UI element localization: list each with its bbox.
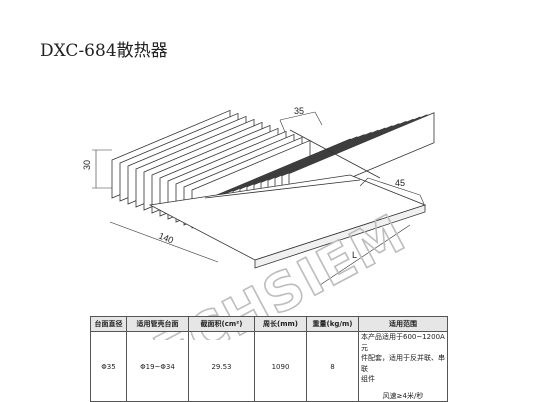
cell-case: Φ19~Φ34 <box>126 331 189 402</box>
dim-depth-line <box>109 221 219 263</box>
spec-table: 台面直径 适用管壳台面 截面积(cm²) 周长(mm) 重量(kg/m) 适用范… <box>90 316 448 402</box>
heatsink-base <box>148 129 427 269</box>
heatsink-drawing: 35 30 45 140 L <box>82 106 435 286</box>
cell-perimeter: 1090 <box>254 331 307 402</box>
dim-bottom-ext2 <box>419 194 425 205</box>
usage-line-3: 组件 <box>361 375 375 383</box>
table-row: Φ35 Φ19~Φ34 29.53 1090 8 本产品适用于600~1200A… <box>90 331 448 402</box>
cell-diameter: Φ35 <box>90 331 127 402</box>
header-weight: 重量(kg/m) <box>306 316 359 332</box>
header-diameter: 台面直径 <box>90 316 127 332</box>
dim-top-ext2 <box>314 111 323 126</box>
usage-line-1: 本产品适用于600~1200A元 <box>361 333 445 352</box>
header-usage: 适用范围 <box>358 316 448 332</box>
cell-usage: 本产品适用于600~1200A元 件配套，适用于反并联、串联 组件 风速≥4米/… <box>358 331 448 402</box>
dim-length-line <box>319 224 411 286</box>
watermark: TECHSIEM <box>111 202 417 340</box>
dim-width-bottom: 45 <box>395 178 405 188</box>
dim-top-line <box>279 111 316 121</box>
header-perimeter: 周长(mm) <box>254 316 307 332</box>
usage-line-2: 件配套，适用于反并联、串联 <box>361 354 445 373</box>
dim-top-ext1 <box>279 119 286 133</box>
header-area: 截面积(cm²) <box>188 316 255 332</box>
dimensions <box>92 111 425 286</box>
dim-bottom-ext1 <box>359 177 369 187</box>
base-edge <box>289 129 381 179</box>
base-right-face <box>254 204 426 269</box>
base-split <box>204 179 361 199</box>
cell-area: 29.53 <box>188 331 255 402</box>
page-title: DXC-684散热器 <box>40 41 168 61</box>
dim-bottom-line <box>367 177 421 196</box>
spec-header-row: 台面直径 适用管壳台面 截面积(cm²) 周长(mm) 重量(kg/m) 适用范… <box>90 316 448 332</box>
header-case: 适用管壳台面 <box>126 316 189 332</box>
dim-width-top: 35 <box>294 106 304 116</box>
cell-weight: 8 <box>306 331 359 402</box>
dim-height: 30 <box>82 160 92 170</box>
dim-length: L <box>352 250 357 260</box>
usage-wind: 风速≥4米/秒 <box>382 391 424 400</box>
